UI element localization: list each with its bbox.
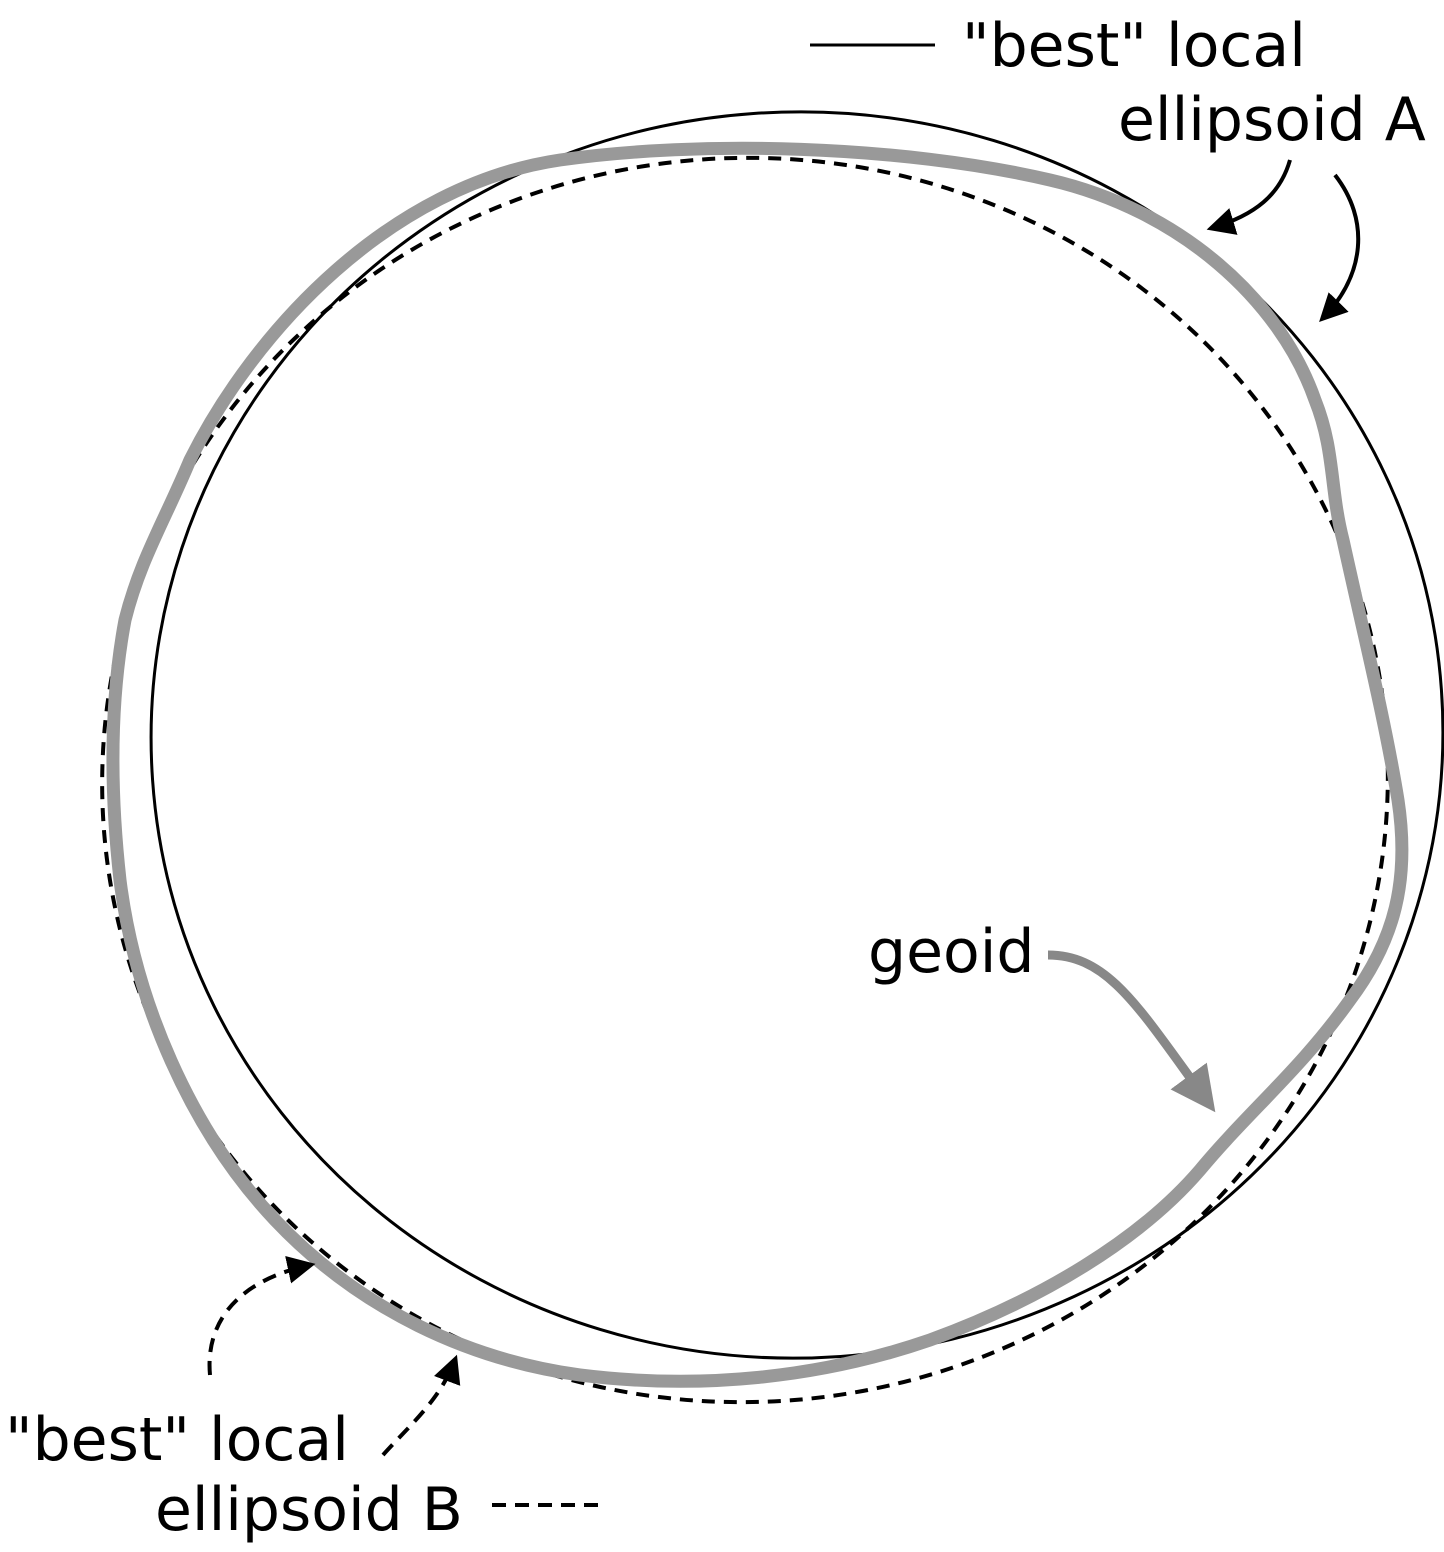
geoid-outline: [106, 141, 1409, 1388]
arrow-ellipsoid-b-2: [381, 1354, 461, 1457]
label-ellipsoid-b-line1: "best" local: [5, 1405, 349, 1475]
arrow-ellipsoid-a-2: [1319, 173, 1361, 323]
label-geoid: geoid: [868, 917, 1034, 987]
label-ellipsoid-a-line2: ellipsoid A: [1118, 85, 1426, 155]
arrow-ellipsoid-a-1: [1206, 159, 1292, 235]
ellipsoid-b-outline: [100, 155, 1390, 1405]
ellipsoid-a-outline: [149, 110, 1444, 1360]
arrow-ellipsoid-b-1: [207, 1256, 316, 1376]
label-ellipsoid-a-line1: "best" local: [962, 11, 1306, 81]
label-ellipsoid-b-line2: ellipsoid B: [155, 1475, 463, 1545]
arrow-geoid: [1047, 950, 1216, 1113]
